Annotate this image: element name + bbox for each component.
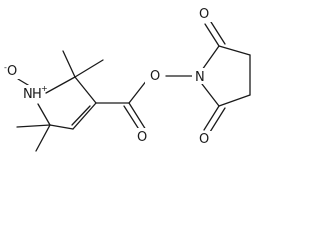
bond-c-bottom-n [201,83,220,107]
bond-c3-c4-inner [71,105,91,126]
bond-imide-o-top-b [210,21,226,45]
structure-canvas: O - N H + O O N O O [4,6,251,152]
n-oxide-oxygen-charge: - [4,63,7,72]
bond-imide-o-bottom-a [203,105,220,131]
bond-ch2-c-bottom [218,94,251,107]
bond-n1-c2 [45,76,76,94]
bond-c5-methyl-b [35,124,51,152]
bond-imide-o-bottom-b [209,107,226,133]
bond-c2-c3 [74,76,97,104]
bond-carbonyl-o-double-a [128,102,147,131]
ring-nitrogen-h-label: H [32,87,42,102]
bond-c-top-ch2 [218,45,251,56]
imide-oxygen-top-label: O [199,7,209,22]
bond-n-c-top [201,45,220,71]
bond-c5-n1 [37,103,51,126]
succinimide-nitrogen-label: N [195,70,205,85]
bond-c2-methyl-a [62,50,76,78]
bond-c3-c4 [72,102,97,130]
imide-oxygen-bottom-label: O [199,132,209,147]
bond-c4-c5 [49,124,74,130]
bond-c5-methyl-a [16,124,51,128]
bond-imide-o-top-a [204,23,220,47]
bond-carbonyl-o-double-b [123,105,141,132]
n-oxide-oxygen-label: O [7,64,17,79]
ring-nitrogen-label: N [23,87,33,102]
ring-nitrogen-charge: + [41,84,48,93]
carbonyl-oxygen-label: O [137,130,147,145]
chemical-structure: O - N H + O O N O O [4,6,251,152]
bond-carbonyl-o-link [128,79,148,104]
bond-c2-methyl-b [74,59,104,78]
ester-oxygen-label: O [150,69,160,84]
